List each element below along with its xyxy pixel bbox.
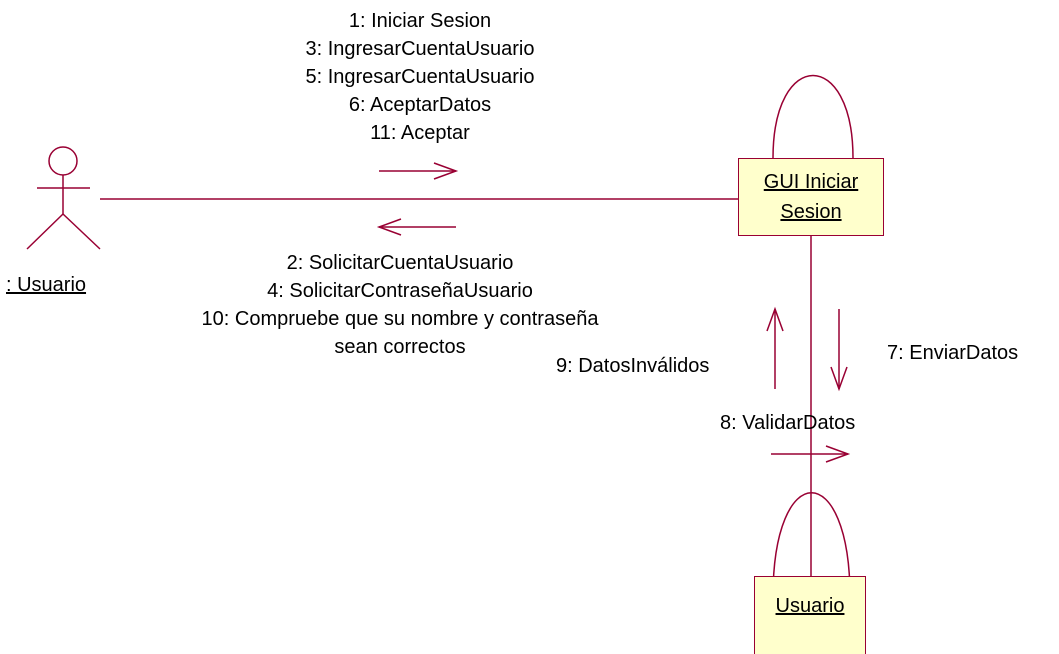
message-1: 1: Iniciar Sesion — [348, 10, 492, 32]
message-4: 4: SolicitarContraseñaUsuario — [267, 280, 533, 302]
actor-name: : Usuario — [6, 274, 87, 296]
messages-to-gui: 1: Iniciar Sesion 3: IngresarCuentaUsuar… — [220, 7, 620, 147]
messages-to-actor: 2: SolicitarCuentaUsuario 4: SolicitarCo… — [110, 249, 690, 361]
usuario-object: Usuario — [754, 576, 866, 654]
gui-iniciar-sesion-object: GUI Iniciar Sesion — [738, 158, 884, 236]
message-11: 11: Aceptar — [370, 122, 470, 144]
arrow-right-to-gui — [379, 162, 459, 180]
usuario-self-loop — [772, 492, 851, 598]
message-6: 6: AceptarDatos — [348, 94, 492, 116]
actor-figure-icon — [26, 146, 101, 250]
arrow-up-datos-invalidos — [766, 306, 784, 389]
usuario-object-name: Usuario — [775, 595, 845, 617]
message-8: 8: ValidarDatos — [720, 412, 856, 434]
gui-object-name-line2: Sesion — [780, 201, 842, 223]
arrow-left-to-actor — [376, 218, 456, 236]
message-5: 5: IngresarCuentaUsuario — [305, 66, 535, 88]
message-10: 10: Compruebe que su nombre y contraseña — [201, 308, 599, 330]
message-7: 7: EnviarDatos — [887, 342, 1019, 364]
message-2: 2: SolicitarCuentaUsuario — [286, 252, 514, 274]
message-10-cont: sean correctos — [334, 336, 466, 358]
arrow-right-validar-datos — [771, 445, 851, 463]
gui-object-name-line1: GUI Iniciar — [763, 171, 859, 193]
gui-self-loop — [772, 74, 854, 159]
message-9: 9: DatosInválidos — [556, 355, 710, 377]
message-3: 3: IngresarCuentaUsuario — [305, 38, 535, 60]
arrow-down-enviar-datos — [830, 309, 848, 392]
